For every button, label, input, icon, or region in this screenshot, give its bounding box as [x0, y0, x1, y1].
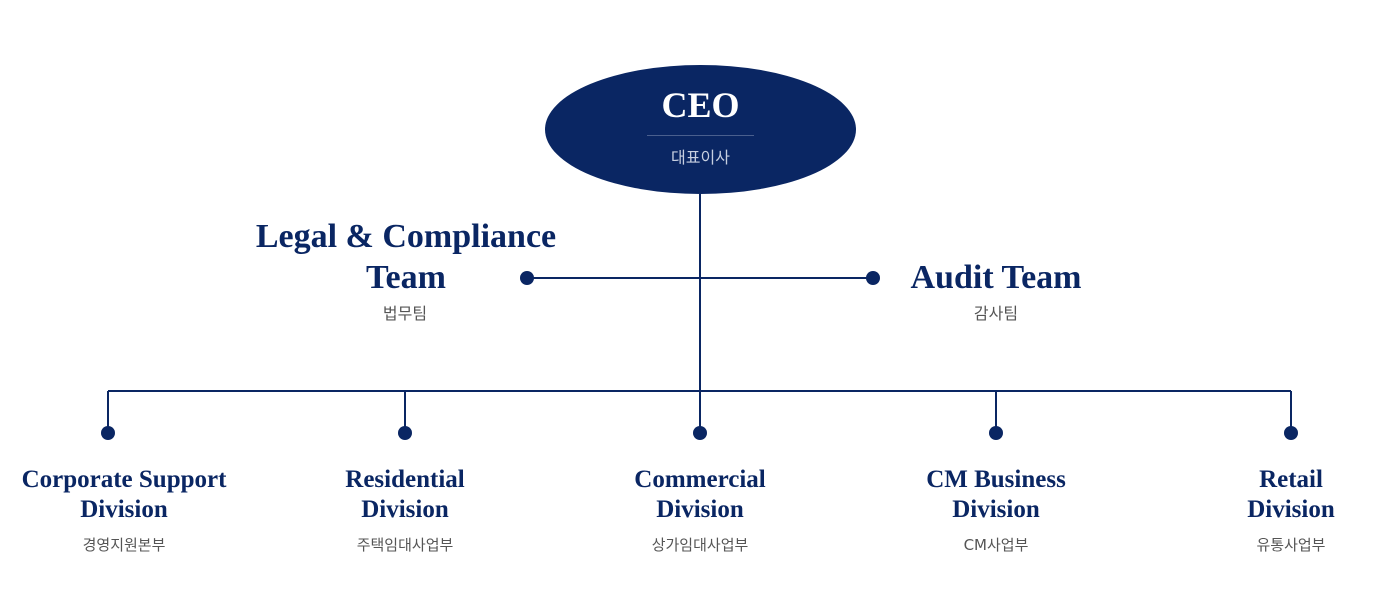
audit-team-title: Audit Team — [910, 259, 1082, 296]
division-subtitle: 주택임대사업부 — [356, 536, 454, 554]
ceo-node: CEO 대표이사 — [545, 65, 856, 194]
audit-node-dot — [866, 271, 880, 285]
audit-team-subtitle: 감사팀 — [973, 304, 1019, 323]
legal-team-title-line1: Legal & Compliance — [255, 218, 557, 255]
division-title: Residential Division — [345, 466, 465, 523]
legal-team-subtitle: 법무팀 — [382, 304, 428, 323]
division-title: Commercial Division — [634, 466, 766, 523]
division-node-dot — [989, 426, 1003, 440]
division-node-dot — [1284, 426, 1298, 440]
legal-team-title-line2: Team — [366, 259, 446, 296]
division-title: Corporate Support Division — [21, 466, 227, 523]
division-node-dot — [101, 426, 115, 440]
ceo-divider — [647, 135, 754, 136]
division-node-dot — [398, 426, 412, 440]
division-subtitle: 상가임대사업부 — [651, 536, 749, 554]
division-subtitle: CM사업부 — [963, 536, 1029, 554]
division-subtitle: 유통사업부 — [1256, 536, 1326, 554]
ceo-title: CEO — [661, 85, 740, 125]
division-title: CM Business Division — [926, 466, 1066, 523]
division-subtitle: 경영지원본부 — [82, 536, 166, 554]
legal-node-dot — [520, 271, 534, 285]
ceo-subtitle: 대표이사 — [671, 148, 730, 167]
division-title: Retail Division — [1247, 466, 1335, 523]
division-node-dot — [693, 426, 707, 440]
